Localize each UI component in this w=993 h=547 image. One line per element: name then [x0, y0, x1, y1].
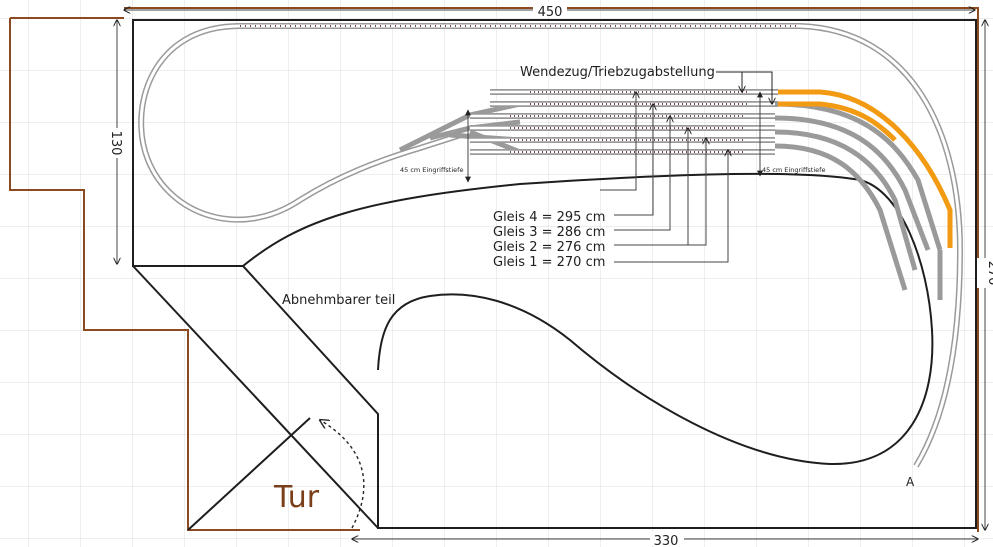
door-swing-arc — [320, 420, 365, 529]
gleis-2-label: Gleis 2 = 276 cm — [493, 240, 605, 255]
point-a-label: A — [906, 475, 915, 489]
dimension-left: 130 — [108, 20, 126, 264]
board-outline — [132, 19, 977, 529]
dimension-top: 450 — [124, 2, 975, 20]
dimension-left-label: 130 — [108, 131, 123, 156]
dimension-bottom: 330 — [352, 532, 978, 547]
reach-depth-right-label: 45 cm Eingriffstiefe — [762, 166, 825, 174]
gleis-4-label: Gleis 4 = 295 cm — [493, 210, 605, 225]
gleis-labels: Gleis 4 = 295 cm Gleis 3 = 286 cm Gleis … — [493, 210, 605, 270]
main-loop-track — [138, 23, 964, 468]
reach-depth-right: 45 cm Eingriffstiefe — [757, 91, 825, 177]
door-label: Tur — [273, 480, 320, 515]
dimension-right: 270 — [976, 20, 993, 530]
removable-part-diagonal — [132, 265, 379, 529]
dimension-top-label: 450 — [538, 5, 563, 20]
siding-title: Wendezug/Triebzugabstellung — [520, 65, 715, 80]
gleis-leaders — [600, 92, 728, 263]
gleis-1-label: Gleis 1 = 270 cm — [493, 255, 605, 270]
reach-depth-left-label: 45 cm Eingriffstiefe — [400, 166, 463, 174]
dimension-bottom-label: 330 — [654, 534, 679, 547]
siding-title-arrows — [716, 71, 772, 104]
door-line — [187, 417, 311, 531]
highlighted-tracks — [778, 89, 953, 248]
dimension-right-label: 270 — [985, 261, 993, 286]
reach-depth-left: 45 cm Eingriffstiefe — [400, 109, 471, 183]
inner-pit-outline — [242, 172, 934, 466]
gleis-3-label: Gleis 3 = 286 cm — [493, 225, 605, 240]
removable-part-label: Abnehmbarer teil — [282, 293, 395, 308]
